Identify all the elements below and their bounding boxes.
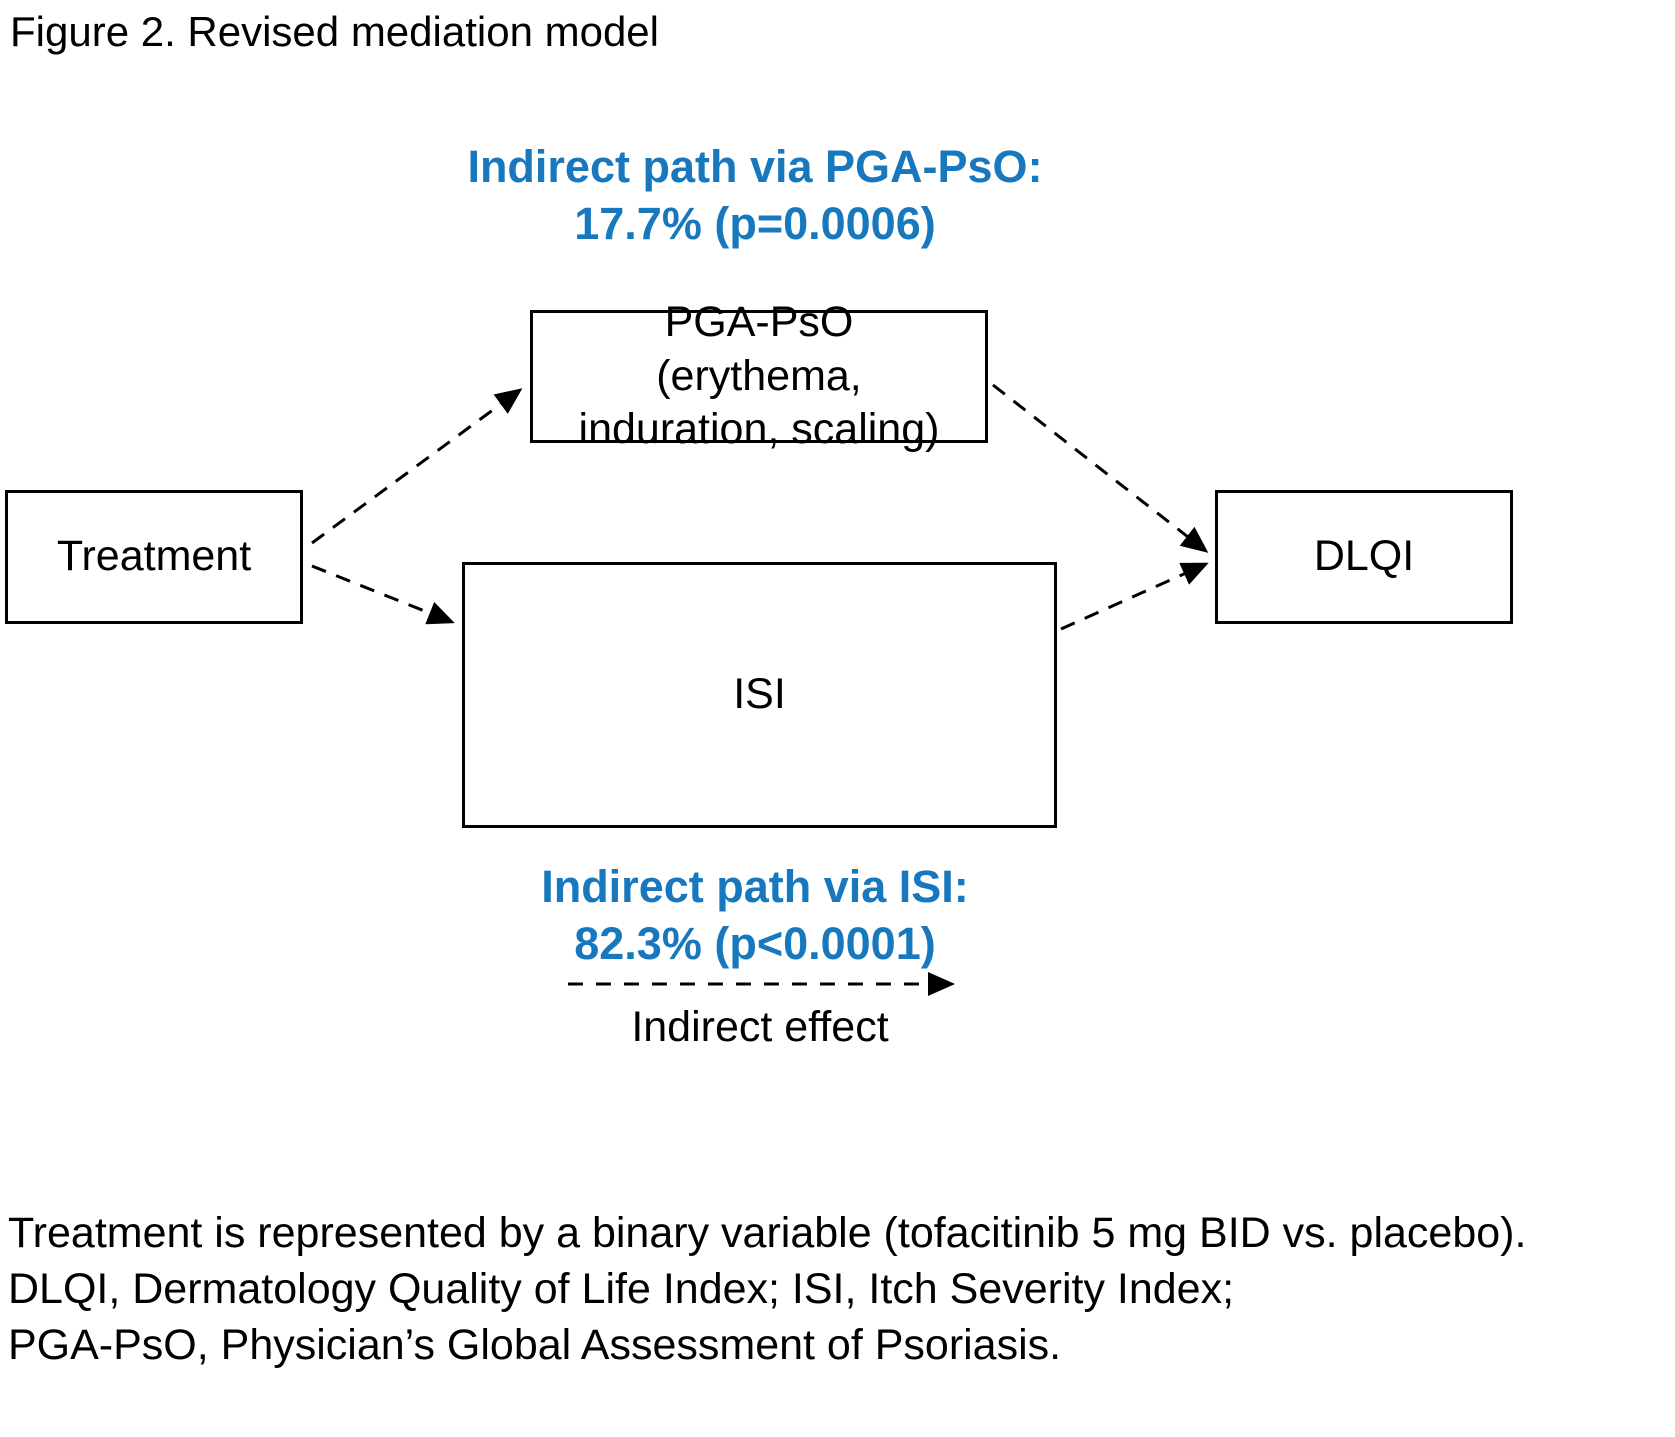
node-pga-pso-label: PGA-PsO (erythema, induration, scaling) [578,297,940,454]
indirect-path-pga-value: 17.7% (p=0.0006) [574,198,936,249]
footnote: Treatment is represented by a binary var… [8,1205,1668,1373]
arrow-treatment-to-isi [311,564,455,625]
node-isi: ISI [462,562,1057,828]
indirect-path-isi-label: Indirect path via ISI: 82.3% (p<0.0001) [430,858,1080,972]
indirect-path-pga-line1: Indirect path via PGA-PsO: [467,141,1043,192]
arrow-pga-to-dlqi [992,383,1209,553]
node-treatment-label: Treatment [56,532,252,581]
node-treatment: Treatment [5,490,303,624]
footnote-line3: PGA-PsO, Physician’s Global Assessment o… [8,1321,1062,1369]
indirect-path-pga-label: Indirect path via PGA-PsO: 17.7% (p=0.00… [380,138,1130,252]
indirect-path-isi-line1: Indirect path via ISI: [541,861,969,912]
arrow-isi-to-dlqi [1060,562,1209,631]
node-pga-pso: PGA-PsO (erythema, induration, scaling) [530,298,988,453]
node-dlqi: DLQI [1215,490,1513,624]
node-isi-label: ISI [733,670,786,719]
figure-title: Figure 2. Revised mediation model [10,8,659,55]
footnote-line1: Treatment is represented by a binary var… [8,1209,1527,1257]
indirect-path-isi-value: 82.3% (p<0.0001) [574,918,936,969]
node-dlqi-label: DLQI [1313,532,1415,581]
footnote-line2: DLQI, Dermatology Quality of Life Index;… [8,1265,1235,1313]
arrow-treatment-to-pga [311,388,523,545]
legend-indirect-effect-label: Indirect effect [631,1003,889,1051]
